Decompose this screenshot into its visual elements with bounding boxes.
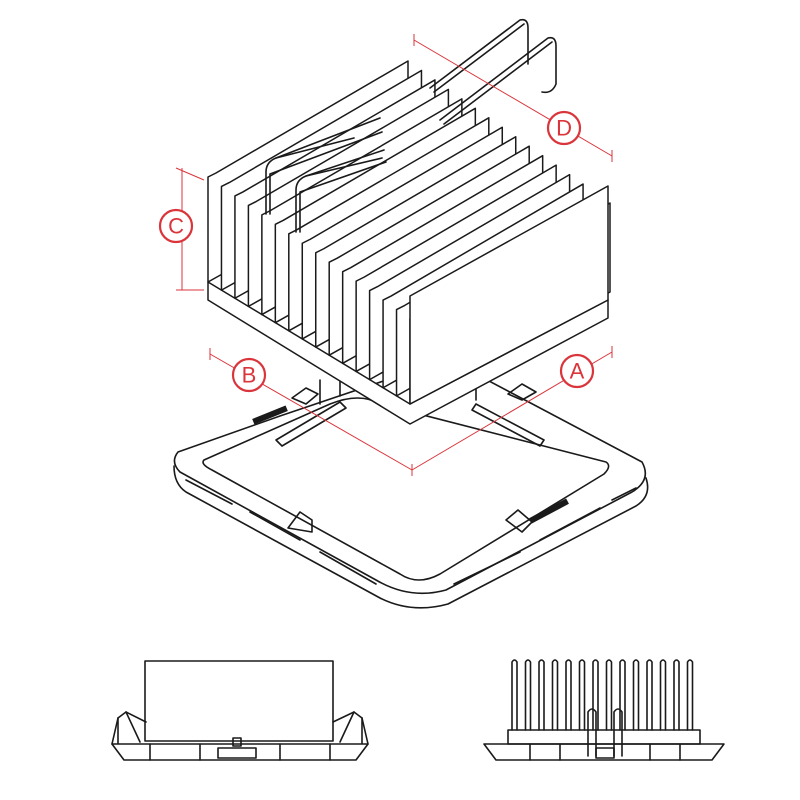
side-view-fin: [673, 659, 680, 731]
front-view-latch-tab: [232, 737, 242, 747]
frame-outer-bottom: [173, 465, 649, 609]
heat-pipes: [265, 18, 557, 233]
callout-a-label: A: [570, 359, 585, 384]
side-view-fin: [659, 659, 667, 731]
dimension-line-d: [413, 34, 613, 162]
side-view-heat-pipe-right: [613, 708, 623, 757]
side-view-latch: [595, 747, 615, 759]
side-view-heat-pipe-left: [587, 708, 597, 757]
frame-clip-tab-left: [287, 511, 313, 533]
front-view-frame-base: [111, 711, 369, 761]
side-view-fin: [578, 659, 586, 731]
front-view-base-ribs: [149, 743, 331, 761]
callout-b-label: B: [242, 363, 257, 388]
heat-pipe-2: [295, 36, 557, 233]
side-view-fin: [686, 659, 694, 731]
front-view-clip-left: [111, 711, 141, 745]
side-view-fin: [646, 659, 653, 731]
mounting-frame: [173, 364, 649, 609]
side-view-fin: [538, 659, 545, 731]
side-view-heatsink-base: [507, 729, 701, 745]
front-view-clip-right: [339, 711, 369, 745]
callout-d: D: [546, 110, 582, 146]
callout-a-ring: [559, 353, 595, 389]
heatsink-body: [207, 60, 611, 425]
side-view-fin: [511, 659, 518, 731]
front-view: [111, 660, 369, 761]
heat-pipe-1: [265, 18, 529, 215]
side-view-fin: [565, 659, 572, 731]
heat-pipe-top-span: [275, 137, 383, 177]
frame-inner-edge: [202, 397, 610, 581]
callout-d-label: D: [556, 116, 572, 141]
side-view-base-ribs: [529, 743, 681, 761]
callout-b: B: [231, 357, 267, 393]
side-view-fin: [619, 659, 626, 731]
side-view-fin: [632, 659, 640, 731]
callout-c: C: [158, 208, 194, 244]
frame-rim: [185, 479, 637, 585]
front-view-heatsink-block: [144, 660, 334, 742]
callout-d-ring: [546, 110, 582, 146]
frame-slot-left: [252, 405, 288, 425]
frame-slot-right: [529, 498, 569, 524]
frame-outer-edge: [173, 364, 647, 595]
callout-b-ring: [231, 357, 267, 393]
side-view-fin: [551, 659, 559, 731]
callout-c-ring: [158, 208, 194, 244]
frame-clip-tab-back-right: [507, 383, 537, 401]
frame-rail-right: [471, 403, 545, 447]
side-view-fin: [524, 659, 532, 731]
frame-rail-left: [275, 401, 347, 447]
callout-c-label: C: [168, 214, 184, 239]
side-view-fin: [605, 659, 613, 731]
side-view-fin: [592, 659, 599, 731]
frame-clip-tab-back-left: [291, 387, 319, 405]
side-view: [483, 659, 725, 761]
callout-a: A: [559, 353, 595, 389]
front-view-latch: [217, 747, 257, 759]
heatsink-end-face: [409, 185, 609, 405]
